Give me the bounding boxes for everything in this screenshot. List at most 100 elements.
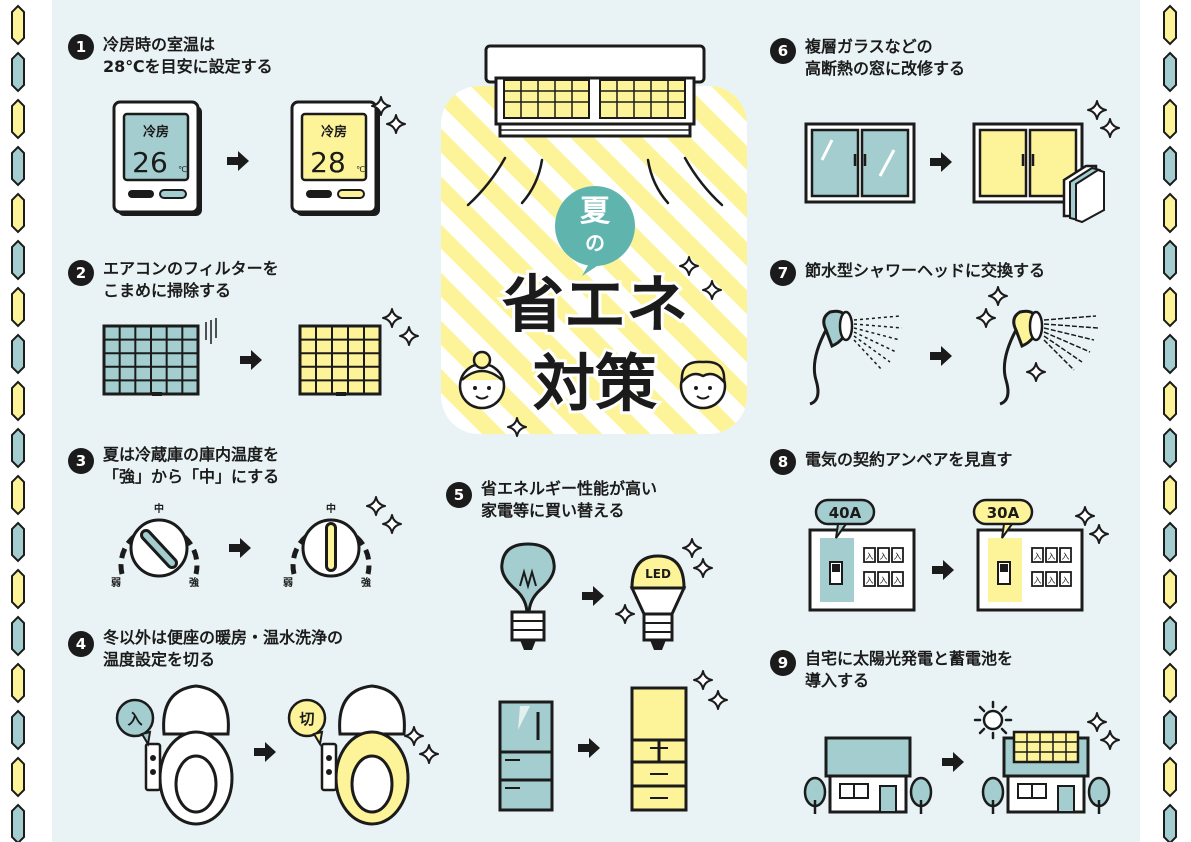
sparkle-icon [615,604,635,624]
svg-text:強: 強 [189,576,199,589]
svg-text:切: 切 [299,710,314,728]
svg-text:冷房: 冷房 [143,124,169,140]
sparkle-icon [682,538,702,558]
sparkle-icon [399,326,419,346]
sparkle-icon [366,496,386,516]
bulb-icon [500,542,556,650]
item-4-illustration: 入 切 [115,684,439,826]
thermostat-icon: 冷房 28 ℃ [290,100,380,216]
arrow-icon [578,738,600,758]
item-5-illustration: LED [498,538,728,812]
toilet-icon: 切 [287,684,410,826]
item-1-illustration: 冷房 26 ℃ 冷房 28 ℃ [112,96,406,216]
svg-text:冷房: 冷房 [321,124,347,140]
item-3-illustration: 中 弱 強 中 弱 強 [111,496,402,589]
svg-text:入: 入 [1048,576,1056,585]
filter-icon [102,318,217,396]
cool-air-lines [466,156,724,207]
sparkle-icon [1100,730,1120,750]
svg-text:40A: 40A [829,504,862,522]
svg-text:℃: ℃ [178,165,187,174]
item-9-illustration [803,700,1120,814]
fridge-icon [630,686,688,812]
arrow-icon [930,152,952,172]
sparkle-icon [708,690,728,710]
step-number-3: 3 [68,448,94,474]
dial-icon: 中 弱 強 [111,502,200,589]
sparkle-icon [1026,362,1046,382]
breaker-icon: 入入入入入入 40A [808,498,916,612]
thermostat-icon: 冷房 26 ℃ [112,100,202,216]
sparkle-icon [988,286,1008,306]
step-title-5: 省エネルギー性能が高い 家電等に買い替える [481,479,658,520]
window-icon [972,122,1105,224]
step-title-1: 冷房時の室温は 28℃を目安に設定する [103,35,273,76]
toilet-icon: 入 [115,684,234,826]
step-title-8: 電気の契約アンペアを見直す [805,450,1013,469]
dial-icon: 中 弱 強 [283,502,372,589]
svg-text:入: 入 [127,710,142,728]
arrow-icon [582,586,604,606]
svg-text:入: 入 [1048,552,1056,561]
left-decorative-border [11,4,25,842]
sparkle-icon [1087,712,1107,732]
svg-text:中: 中 [326,502,336,515]
svg-text:の: の [585,231,605,255]
step-number-5: 5 [446,482,472,508]
solar-panel-icon [1012,730,1080,764]
arrow-icon [930,346,952,366]
sparkle-icon [382,308,402,328]
svg-text:26: 26 [132,146,168,179]
sparkle-icon [404,726,424,746]
arrow-icon [932,560,954,580]
step-number-9: 9 [770,650,796,676]
sparkle-icon [976,308,996,328]
sun-icon [973,700,1013,740]
step-number-1: 1 [68,34,94,60]
fridge-icon [498,700,554,812]
svg-text:℃: ℃ [356,165,365,174]
sparkle-icon [1100,118,1120,138]
svg-text:入: 入 [866,576,874,585]
family-icon [458,350,727,410]
arrow-icon [942,752,964,772]
step-title-7: 節水型シャワーヘッドに交換する [805,261,1046,280]
center-title-line1: 省エネ [502,268,688,341]
svg-text:LED: LED [645,567,671,581]
house-icon [981,730,1111,814]
center-title-area: 夏 の 省エネ 対策 [441,44,747,437]
led-bulb-icon: LED [629,554,687,650]
sparkle-icon [693,558,713,578]
arrow-icon [240,350,262,370]
sparkle-icon [1087,100,1107,120]
step-title-9: 自宅に太陽光発電と蓄電池を 導入する [805,649,1014,690]
breaker-icon: 入入入入入入 30A [972,498,1084,612]
step-title-4: 冬以外は便座の暖房・温水洗浄の 温度設定を切る [103,628,344,669]
step-title-2: エアコンのフィルターを こまめに掃除する [103,259,279,300]
svg-text:入: 入 [1062,576,1070,585]
item-2-illustration [102,308,419,396]
sparkle-icon [693,670,713,690]
sparkle-icon [1089,524,1109,544]
svg-text:28: 28 [310,146,346,179]
sparkle-icon [419,744,439,764]
svg-text:入: 入 [1034,576,1042,585]
step-number-8: 8 [770,449,796,475]
svg-text:中: 中 [154,502,164,515]
arrow-icon [254,742,276,762]
svg-text:30A: 30A [987,504,1020,522]
shower-icon [999,309,1099,406]
arrow-icon [227,151,249,171]
arrow-icon [229,538,251,558]
house-icon [803,736,933,814]
svg-text:入: 入 [894,576,902,585]
step-number-6: 6 [770,38,796,64]
sparkle-icon [386,114,406,134]
item-6-illustration [804,100,1120,224]
air-conditioner-icon [484,44,706,138]
step-title-6: 複層ガラスなどの 高断熱の窓に改修する [805,37,966,78]
step-number-4: 4 [68,631,94,657]
sparkle-icon [382,514,402,534]
item-8-illustration: 入入入入入入 40A 入入入入入入 30A [808,498,1109,612]
svg-text:入: 入 [1062,552,1070,561]
